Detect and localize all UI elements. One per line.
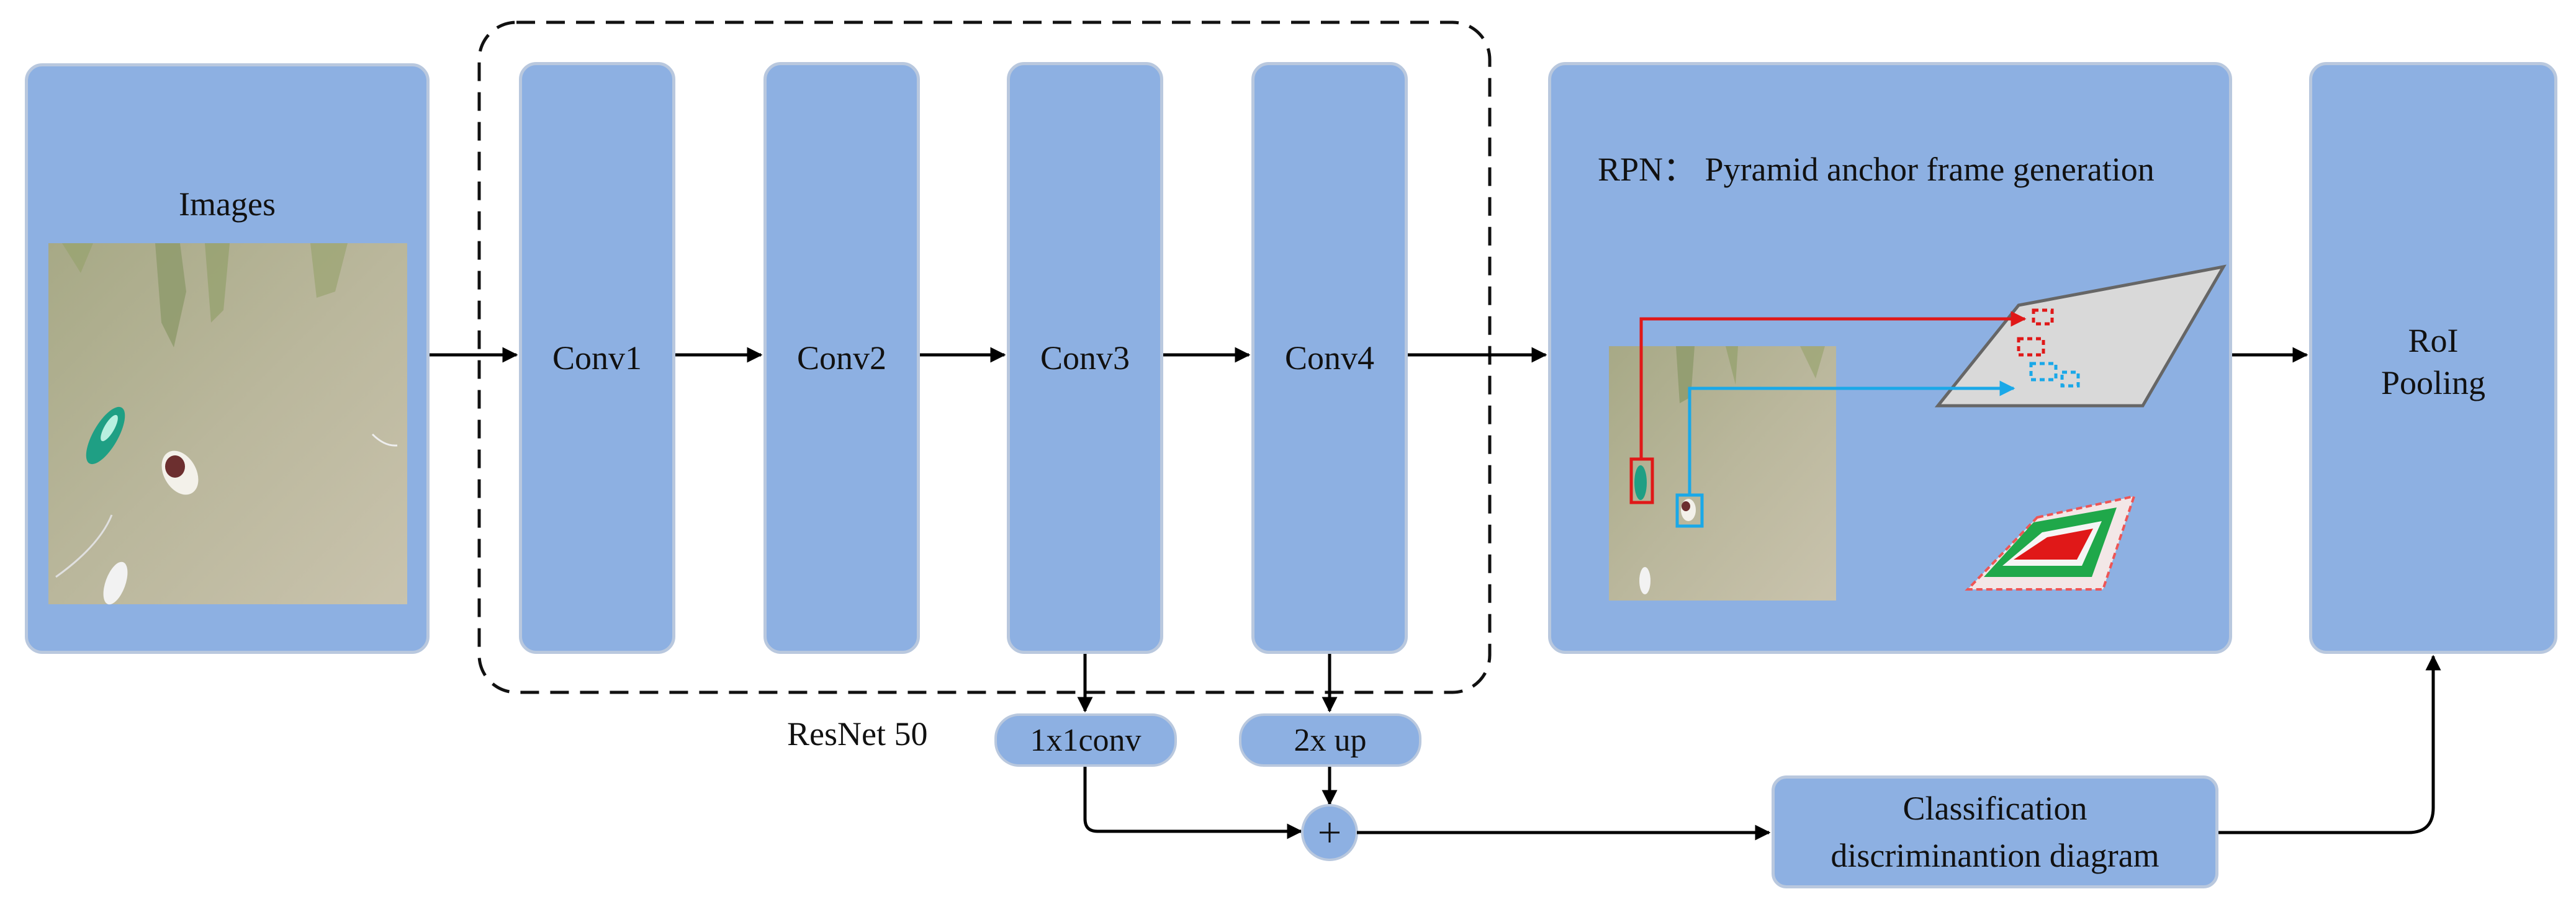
feature-map-plane: [1934, 264, 2227, 408]
classification-line1: Classification: [1903, 790, 2087, 827]
projected-anchors: [2017, 308, 2080, 388]
roi-label-line2: Pooling: [2380, 364, 2486, 401]
input-image: [48, 243, 407, 605]
arrow-lateral-merge: [1083, 767, 1303, 839]
conv1-label: Conv1: [552, 339, 642, 377]
rpn-image: [1609, 346, 1836, 601]
rpn-title: RPN： Pyramid anchor frame generation: [1598, 151, 2155, 188]
conv2-label: Conv2: [796, 339, 887, 377]
conv3-label: Conv3: [1040, 339, 1130, 377]
classification-block: [1772, 775, 2218, 888]
projection-arrow-blue: [1688, 380, 2015, 495]
arrow-classifier-roi: [2218, 655, 2441, 834]
images-title: Images: [179, 185, 276, 223]
resnet-frame: [477, 20, 1492, 694]
projection-arrow-red: [1639, 311, 2027, 459]
conv4-block: [1251, 62, 1408, 654]
roi-label-line1: RoI: [2408, 322, 2459, 359]
backbone-label: ResNet 50: [787, 715, 928, 753]
conv3-block: [1007, 62, 1163, 654]
conv2-block: [763, 62, 920, 654]
conv1-block: [519, 62, 675, 654]
roi-pooling-block: [2309, 62, 2557, 654]
classification-line2: discriminantion diagram: [1831, 837, 2159, 874]
upsample-node: 2x up: [1239, 713, 1421, 767]
anchor-pyramid-icon: [1965, 494, 2137, 591]
conv4-label: Conv4: [1284, 339, 1375, 377]
lateral-conv-node: 1x1conv: [994, 713, 1177, 767]
